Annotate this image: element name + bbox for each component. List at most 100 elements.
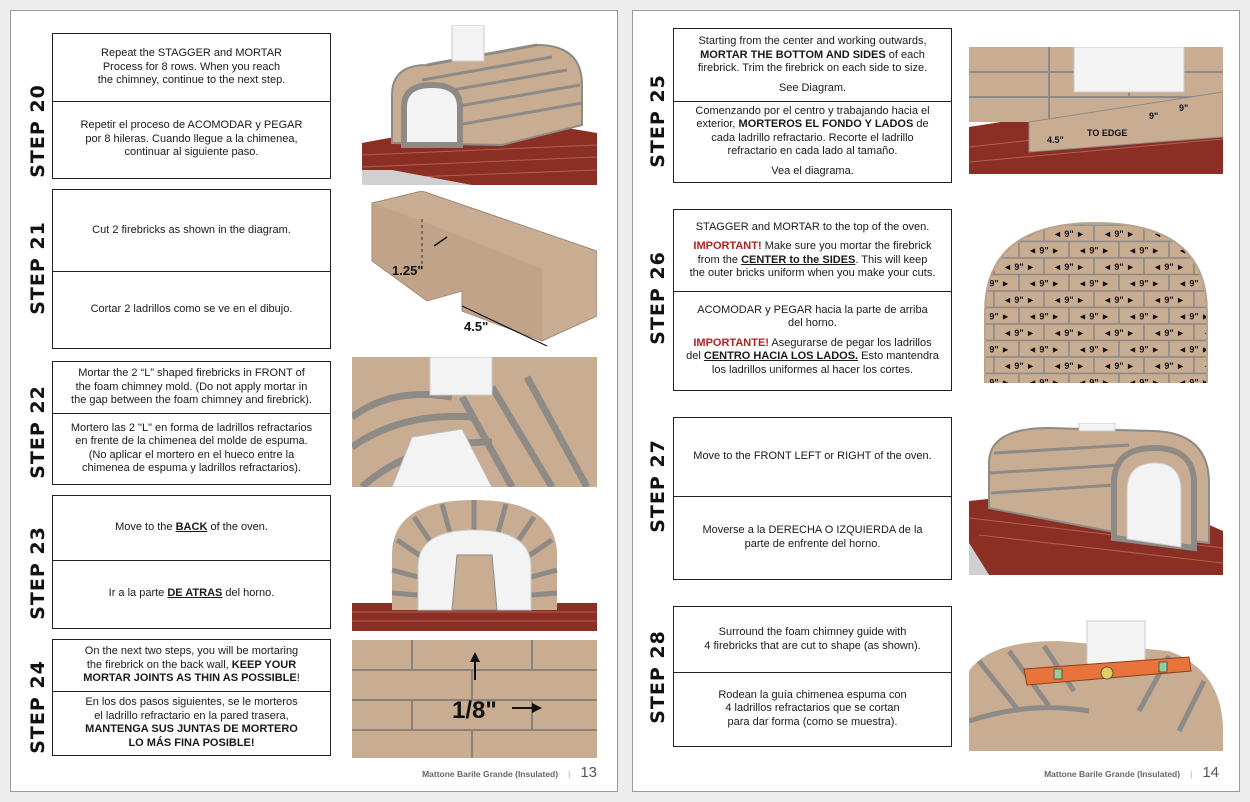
brick-width-label: ◄ 9" ► xyxy=(1128,245,1160,255)
dimension-label: 9" xyxy=(1149,111,1158,121)
step-23-english: Move to the BACK of the oven. xyxy=(53,496,330,561)
step-21-label: STEP 21 xyxy=(27,221,50,315)
dimension-label: 4.5" xyxy=(1047,135,1064,145)
brick-width-label: ◄ 9" ► xyxy=(1003,262,1035,272)
brick-width-label: ◄ 9" ► xyxy=(978,344,1010,354)
brick-width-label: ◄ 9" ► xyxy=(1203,361,1223,371)
dimension-label: 4.5" xyxy=(464,319,488,334)
page-number: 13 xyxy=(580,764,597,781)
brick-width-label: ◄ 9" ► xyxy=(1078,377,1110,383)
brick-width-label: ◄ 9" ► xyxy=(1128,377,1160,383)
step-27-english: Move to the FRONT LEFT or RIGHT of the o… xyxy=(674,418,951,497)
firebrick xyxy=(1193,323,1207,342)
footer: Mattone Barile Grande (Insulated)|13 xyxy=(422,764,597,781)
step-21-spanish: Cortar 2 ladrillos como se ve en el dibu… xyxy=(90,302,293,315)
brick-width-label: ◄ 9" ► xyxy=(1078,245,1110,255)
brick-width-label: ◄ 9" ► xyxy=(1128,311,1160,321)
dimension-label: 1.25" xyxy=(392,263,423,278)
brick-width-label: ◄ 9" ► xyxy=(1078,344,1110,354)
step-21-box: Cut 2 firebricks as shown in the diagram… xyxy=(52,189,331,349)
step-20-label: STEP 20 xyxy=(27,84,50,178)
brick-width-label: ◄ 9" ► xyxy=(1028,344,1060,354)
step-21-english: Cut 2 firebricks as shown in the diagram… xyxy=(53,190,330,272)
brick-width-label: ◄ 9" ► xyxy=(1053,229,1085,239)
brick-width-label: ◄ 9" ► xyxy=(1153,328,1185,338)
brick-width-label: ◄ 9" ► xyxy=(1103,295,1135,305)
step-25-english: Starting from the center and working out… xyxy=(674,29,951,102)
brick-width-label: ◄ 9" ► xyxy=(1203,328,1223,338)
brick-width-label: ◄ 9" ► xyxy=(1053,328,1085,338)
step-22-label: STEP 22 xyxy=(27,385,50,479)
brick-width-label: ◄ 9" ► xyxy=(1028,311,1060,321)
right-page: STEP 25 Starting from the center and wor… xyxy=(632,10,1240,792)
step-24-mortar-joint-diagram: 1/8" xyxy=(352,640,597,758)
brick-width-label: ◄ 9" ► xyxy=(1203,295,1223,305)
step-24-english: On the next two steps, you will be morta… xyxy=(53,640,330,692)
brick-width-label: ◄ 9" ► xyxy=(1153,295,1185,305)
brick-width-label: ◄ 9" ► xyxy=(1078,278,1110,288)
step-26-staggered-bricks-diagram: ◄ 9" ► ◄ 9" ► ◄ 9" ► ◄ 9" ► ◄ 9" ► ◄ 9" ► ◄ 9"… xyxy=(969,217,1223,383)
step-22-spanish: Mortero las 2 "L" en forma de ladrillos … xyxy=(70,421,313,475)
step-28-label: STEP 28 xyxy=(647,630,670,724)
brick-width-label: ◄ 9" ► xyxy=(1178,344,1210,354)
brick-width-label: ◄ 9" ► xyxy=(978,377,1010,383)
step-23-box: Move to the BACK of the oven. Ir a la pa… xyxy=(52,495,331,629)
step-25-spanish: Comenzando por el centro y trabajando ha… xyxy=(695,104,930,177)
brick-width-label: ◄ 9" ► xyxy=(1003,328,1035,338)
step-27-box: Move to the FRONT LEFT or RIGHT of the o… xyxy=(673,417,952,580)
step-27-front-corner-oven-illustration xyxy=(969,423,1223,575)
brick-width-label: ◄ 9" ► xyxy=(1003,361,1035,371)
footer: Mattone Barile Grande (Insulated)|14 xyxy=(1044,764,1219,781)
dimension-label: TO EDGE xyxy=(1087,128,1127,138)
brick-width-label: ◄ 9" ► xyxy=(1103,229,1135,239)
brick-width-label: ◄ 9" ► xyxy=(1178,377,1210,383)
firebrick xyxy=(1193,356,1207,375)
step-26-english: STAGGER and MORTAR to the top of the ove… xyxy=(674,210,951,292)
step-22-box: Mortar the 2 “L” shaped firebricks in FR… xyxy=(52,361,331,485)
brick-width-label: ◄ 9" ► xyxy=(1103,328,1135,338)
step-26-label: STEP 26 xyxy=(647,251,670,345)
brick-width-label: ◄ 9" ► xyxy=(1078,311,1110,321)
brick-width-label: ◄ 9" ► xyxy=(978,311,1010,321)
brick-width-label: ◄ 9" ► xyxy=(1053,295,1085,305)
brick-width-label: ◄ 9" ► xyxy=(978,278,1010,288)
step-20-oven-chimney-illustration xyxy=(352,25,597,185)
step-28-chimney-guide-level-illustration xyxy=(969,611,1223,751)
brick-width-label: ◄ 9" ► xyxy=(1003,295,1035,305)
step-25-trim-firebrick-diagram: 4.5" TO EDGE 9" 9" xyxy=(969,47,1223,174)
step-24-label: STEP 24 xyxy=(27,660,50,754)
brick-width-label: ◄ 9" ► xyxy=(1153,262,1185,272)
brick-width-label: ◄ 9" ► xyxy=(1103,262,1135,272)
brick-width-label: ◄ 9" ► xyxy=(1028,377,1060,383)
step-22-l-shaped-firebrick-illustration xyxy=(352,357,597,487)
step-26-box: STAGGER and MORTAR to the top of the ove… xyxy=(673,209,952,391)
firebrick xyxy=(1168,372,1207,383)
page-number: 14 xyxy=(1202,764,1219,781)
step-23-back-of-oven-illustration xyxy=(352,495,597,631)
brick-width-label: ◄ 9" ► xyxy=(1178,311,1210,321)
step-23-label: STEP 23 xyxy=(27,526,50,620)
step-24-box: On the next two steps, you will be morta… xyxy=(52,639,331,756)
brick-width-label: ◄ 9" ► xyxy=(1053,361,1085,371)
brick-width-label: ◄ 9" ► xyxy=(1028,245,1060,255)
brick-width-label: ◄ 9" ► xyxy=(1103,361,1135,371)
brick-width-label: ◄ 9" ► xyxy=(1128,344,1160,354)
brick-width-label: ◄ 9" ► xyxy=(1028,278,1060,288)
dimension-label: 1/8" xyxy=(452,697,497,724)
step-24-spanish: En los dos pasos siguientes, se le morte… xyxy=(85,696,298,749)
step-21-cut-firebrick-diagram: 1.25" 4.5" xyxy=(352,191,597,361)
step-25-label: STEP 25 xyxy=(647,74,670,168)
brick-width-label: ◄ 9" ► xyxy=(1178,278,1210,288)
step-23-spanish: Ir a la parte DE ATRAS del horno. xyxy=(108,587,275,600)
step-26-spanish: ACOMODAR y PEGAR hacia la parte de arrib… xyxy=(686,303,939,376)
firebrick xyxy=(1193,290,1207,309)
brick-width-label: ◄ 9" ► xyxy=(1053,262,1085,272)
